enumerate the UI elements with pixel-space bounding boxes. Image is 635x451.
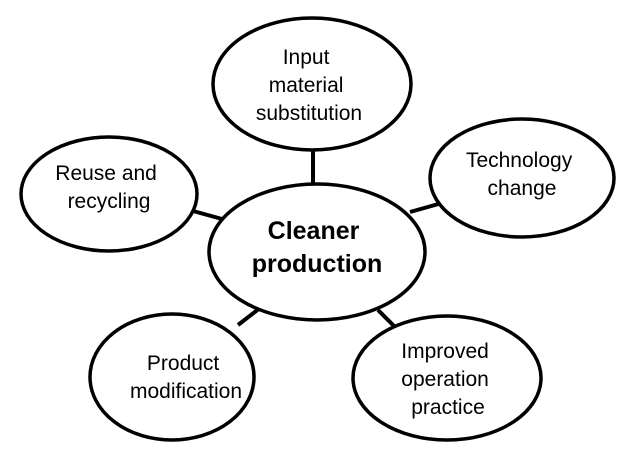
label-line: material [269, 74, 344, 97]
label-line: practice [411, 396, 485, 419]
label-line: operation [401, 368, 489, 391]
label-technology-change: Technology change [466, 149, 578, 200]
label-line: Reuse and [55, 162, 157, 185]
label-line: Improved [401, 340, 489, 363]
label-line: modification [130, 380, 242, 403]
node-input-material-substitution [211, 16, 413, 152]
node-product-modification [88, 312, 256, 442]
label-improved-operation-practice: Improved operation practice [401, 340, 494, 419]
connector-product-modification [236, 306, 262, 327]
node-technology-change [428, 117, 616, 239]
label-line: recycling [68, 190, 151, 213]
label-line: production [252, 250, 383, 278]
node-cleaner-production [207, 182, 427, 322]
label-cleaner-production: Cleaner production [252, 217, 383, 278]
label-product-modification: Product modification [130, 352, 242, 403]
label-line: Cleaner [268, 217, 360, 245]
node-improved-operation-practice [351, 314, 543, 442]
label-line: Product [147, 352, 220, 375]
label-line: Input [283, 46, 330, 69]
label-line: change [488, 177, 557, 200]
connector-reuse-recycling [192, 209, 223, 221]
label-reuse-and-recycling: Reuse and recycling [55, 162, 162, 213]
label-line: substitution [256, 102, 362, 125]
label-input-material-substitution: Input material substitution [256, 46, 362, 125]
connector-technology-change [409, 201, 443, 214]
node-reuse-and-recycling [19, 135, 199, 253]
label-line: Technology [466, 149, 573, 172]
